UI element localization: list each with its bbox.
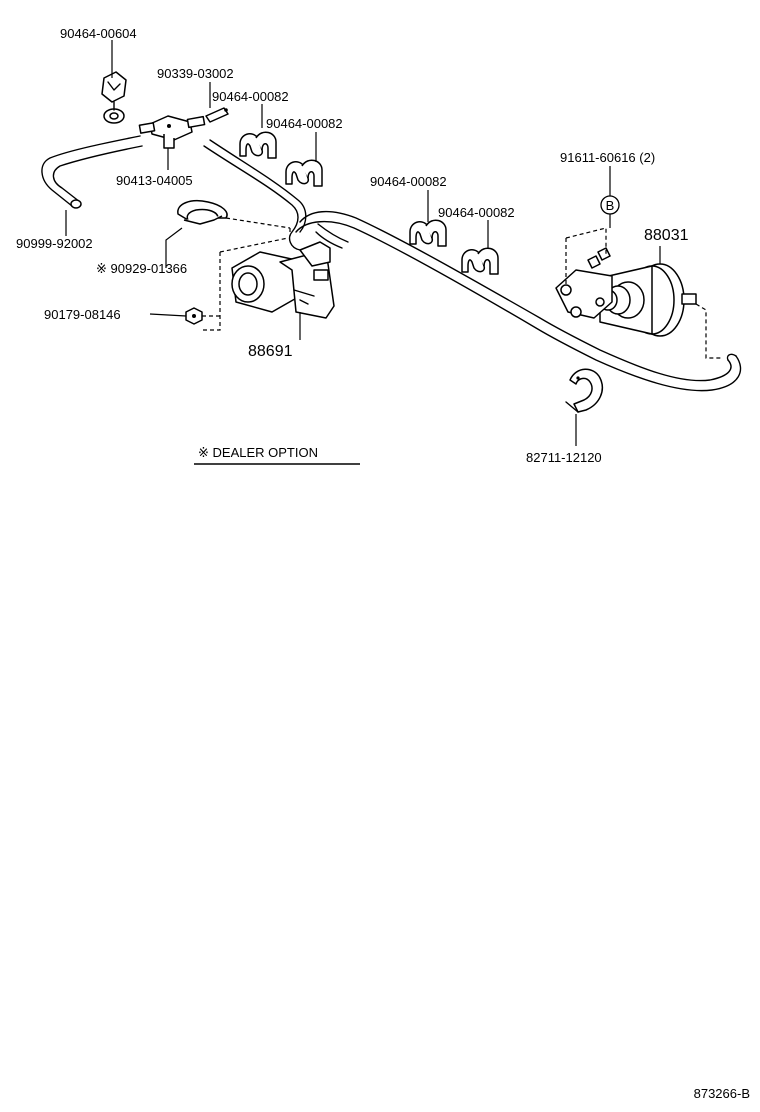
label-90929-01366: ※ 90929-01366 xyxy=(96,261,187,276)
clamp-82711-12120 xyxy=(565,368,604,413)
reference-b-text: B xyxy=(606,198,615,213)
nut-90179-08146 xyxy=(185,307,203,325)
dashed-reference-lines xyxy=(202,217,722,359)
dealer-option-text: ※ DEALER OPTION xyxy=(198,445,318,460)
clip-90464-00082-b xyxy=(285,159,323,187)
label-82711-12120: 82711-12120 xyxy=(526,450,602,465)
check-90339-03002 xyxy=(205,107,229,123)
label-88691: 88691 xyxy=(248,343,293,360)
label-90179-08146: 90179-08146 xyxy=(44,307,121,322)
label-91611-60616: 91611-60616 (2) xyxy=(560,150,655,165)
label-90413-04005: 90413-04005 xyxy=(116,173,193,188)
label-90464-00082-d: 90464-00082 xyxy=(438,205,515,220)
dealer-option-note: ※ DEALER OPTION xyxy=(194,445,360,465)
tjoint-90413-04005 xyxy=(138,115,206,149)
diagram-id: 873266-B xyxy=(694,1086,750,1101)
vsv-88691 xyxy=(231,241,335,319)
leader-lines xyxy=(65,40,661,446)
label-90464-00082-b: 90464-00082 xyxy=(266,116,343,131)
hose-90999-92002 xyxy=(41,135,143,209)
clip-90464-00082-a xyxy=(239,131,277,159)
clip-90464-00082-d xyxy=(461,247,499,275)
label-90339-03002: 90339-03002 xyxy=(157,66,234,81)
clip-90464-00082-c xyxy=(409,219,447,247)
label-90464-00604: 90464-00604 xyxy=(60,26,137,41)
actuator-88031 xyxy=(555,247,697,337)
label-90464-00082-a: 90464-00082 xyxy=(212,89,289,104)
clamp-90929-01366 xyxy=(177,200,228,225)
vacuum-hose xyxy=(203,139,742,392)
reference-b-marker: B xyxy=(600,195,620,215)
clamp-90464-00604 xyxy=(101,71,127,124)
label-90464-00082-c: 90464-00082 xyxy=(370,174,447,189)
label-88031: 88031 xyxy=(644,227,689,244)
label-90999-92002: 90999-92002 xyxy=(16,236,93,251)
